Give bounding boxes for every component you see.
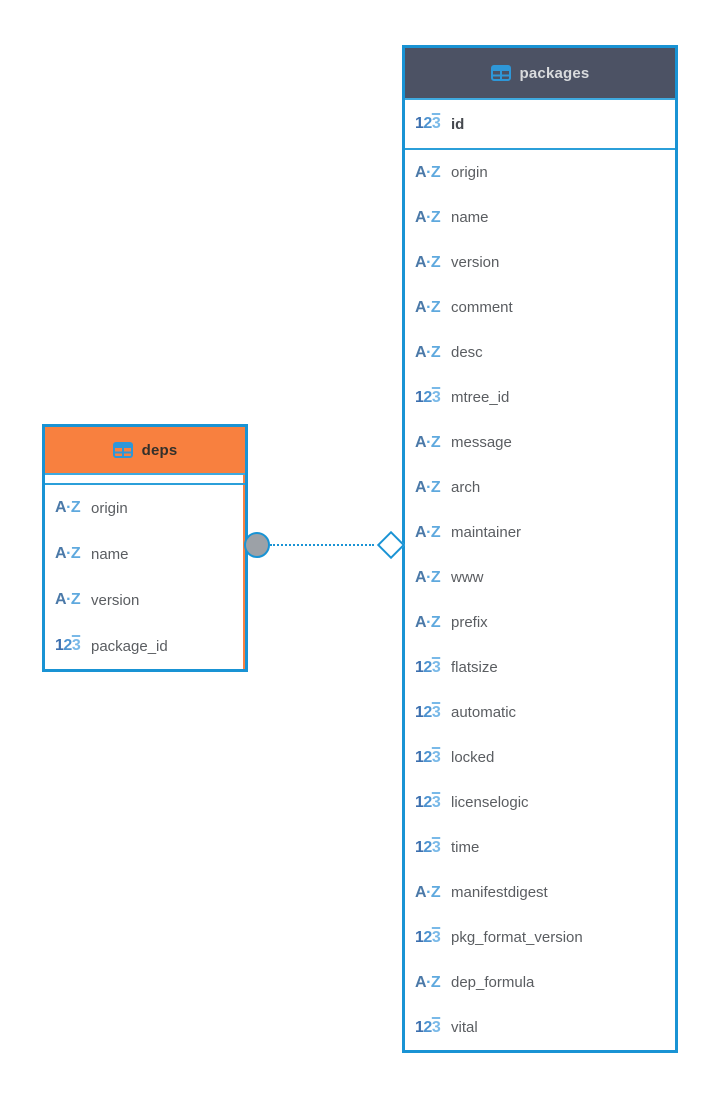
number-type-icon: 123	[415, 115, 441, 132]
text-type-icon: A·Z	[55, 545, 81, 562]
column-name: id	[451, 115, 465, 133]
primary-key-row[interactable]: 123 id	[405, 100, 675, 150]
column-row[interactable]: A·Z version	[45, 577, 245, 623]
table-icon	[112, 442, 133, 458]
text-type-icon: A·Z	[55, 499, 81, 516]
column-row[interactable]: 123 flatsize	[405, 645, 675, 690]
table-deps-header[interactable]: deps	[45, 427, 245, 475]
table-packages[interactable]: packages 123 id A·Z origin A·Z name A·Z …	[402, 45, 678, 1053]
column-name: message	[451, 434, 512, 451]
column-row[interactable]: 123 package_id	[45, 623, 245, 669]
number-type-icon: 123	[415, 658, 441, 676]
number-type-icon: 123	[415, 838, 441, 856]
column-row[interactable]: 123 locked	[405, 735, 675, 780]
primary-key-section-empty	[45, 475, 245, 485]
column-name: pkg_format_version	[451, 929, 583, 946]
column-row[interactable]: 123 pkg_format_version	[405, 915, 675, 960]
text-type-icon: A·Z	[415, 568, 441, 586]
text-type-icon: A·Z	[415, 343, 441, 361]
number-type-icon: 123	[415, 748, 441, 766]
column-row[interactable]: 123 mtree_id	[405, 375, 675, 420]
column-name: manifestdigest	[451, 884, 548, 901]
column-row[interactable]: A·Z version	[405, 240, 675, 285]
number-type-icon: 123	[415, 1018, 441, 1036]
table-title: deps	[141, 441, 178, 459]
column-name: comment	[451, 299, 513, 316]
table-icon	[490, 65, 511, 81]
column-row[interactable]: A·Z name	[45, 531, 245, 577]
column-name: origin	[451, 164, 488, 181]
column-name: locked	[451, 749, 495, 766]
column-row[interactable]: A·Z name	[405, 195, 675, 240]
column-row[interactable]: A·Z comment	[405, 285, 675, 330]
column-row[interactable]: A·Z origin	[405, 150, 675, 195]
column-name: arch	[451, 479, 481, 496]
column-row[interactable]: A·Z prefix	[405, 600, 675, 645]
column-name: licenselogic	[451, 794, 529, 811]
text-type-icon: A·Z	[415, 478, 441, 496]
column-name: name	[91, 545, 129, 563]
column-row[interactable]: 123 automatic	[405, 690, 675, 735]
column-name: flatsize	[451, 659, 498, 676]
column-row[interactable]: A·Z origin	[45, 485, 245, 531]
column-row[interactable]: A·Z arch	[405, 465, 675, 510]
column-name: name	[451, 209, 489, 226]
text-type-icon: A·Z	[415, 298, 441, 316]
text-type-icon: A·Z	[415, 163, 441, 181]
column-row[interactable]: A·Z maintainer	[405, 510, 675, 555]
text-type-icon: A·Z	[415, 883, 441, 901]
number-type-icon: 123	[415, 703, 441, 721]
column-name: origin	[91, 499, 128, 517]
column-name: time	[451, 839, 480, 856]
text-type-icon: A·Z	[415, 208, 441, 226]
text-type-icon: A·Z	[415, 613, 441, 631]
text-type-icon: A·Z	[55, 591, 81, 608]
column-row[interactable]: 123 time	[405, 825, 675, 870]
column-name: version	[451, 254, 500, 271]
column-name: package_id	[91, 637, 168, 655]
column-row[interactable]: A·Z message	[405, 420, 675, 465]
column-name: maintainer	[451, 524, 522, 541]
column-row[interactable]: 123 licenselogic	[405, 780, 675, 825]
text-type-icon: A·Z	[415, 973, 441, 991]
relation-target-diamond-marker	[376, 530, 406, 560]
column-name: desc	[451, 344, 483, 361]
column-name: version	[91, 591, 140, 609]
text-type-icon: A·Z	[415, 523, 441, 541]
column-name: dep_formula	[451, 974, 535, 991]
column-name: www	[451, 569, 484, 586]
relation-line[interactable]	[270, 544, 374, 546]
number-type-icon: 123	[415, 793, 441, 811]
text-type-icon: A·Z	[415, 433, 441, 451]
number-type-icon: 123	[415, 928, 441, 946]
column-row[interactable]: A·Z manifestdigest	[405, 870, 675, 915]
number-type-icon: 123	[55, 637, 81, 654]
table-title: packages	[519, 64, 590, 82]
text-type-icon: A·Z	[415, 253, 441, 271]
number-type-icon: 123	[415, 388, 441, 406]
column-name: automatic	[451, 704, 517, 721]
relation-source-circle-marker	[244, 532, 270, 558]
column-name: vital	[451, 1019, 478, 1036]
column-row[interactable]: 123 vital	[405, 1005, 675, 1050]
table-deps[interactable]: deps A·Z origin A·Z name A·Z version 123	[42, 424, 248, 672]
column-name: prefix	[451, 614, 488, 631]
table-packages-header[interactable]: packages	[405, 48, 675, 100]
column-row[interactable]: A·Z dep_formula	[405, 960, 675, 1005]
column-row[interactable]: A·Z www	[405, 555, 675, 600]
column-row[interactable]: A·Z desc	[405, 330, 675, 375]
column-name: mtree_id	[451, 389, 510, 406]
